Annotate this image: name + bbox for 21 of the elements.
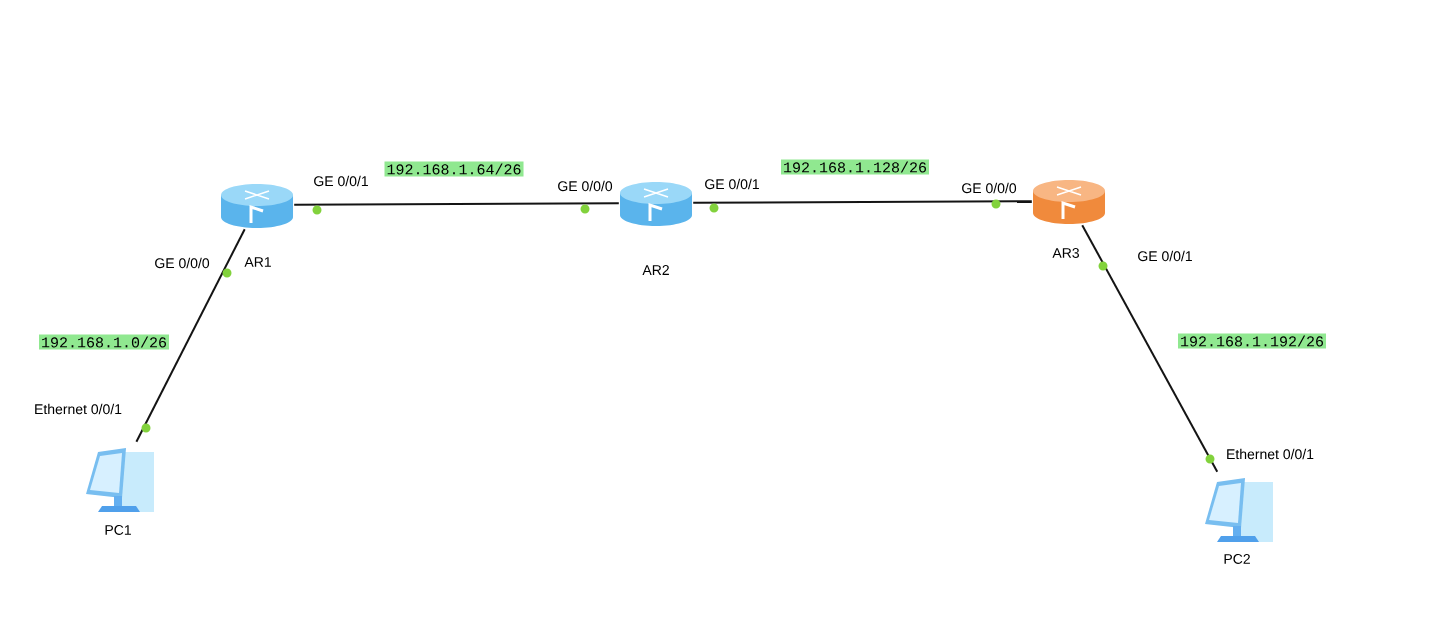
port-label: GE 0/0/1 xyxy=(705,178,759,190)
port-label: GE 0/0/1 xyxy=(1138,250,1192,262)
link-line xyxy=(1081,224,1219,473)
port-label: GE 0/0/0 xyxy=(155,257,210,269)
subnet-label: 192.168.1.64/26 xyxy=(384,161,524,177)
computer-label: PC1 xyxy=(105,525,131,535)
router-label: AR3 xyxy=(1052,248,1079,258)
computer-icon xyxy=(86,448,154,512)
computer-icon xyxy=(1205,478,1273,542)
router-label: AR2 xyxy=(642,265,669,275)
subnet-label: 192.168.1.192/26 xyxy=(1178,333,1326,349)
router-icon xyxy=(221,184,293,228)
link-line xyxy=(692,200,1033,204)
computer-label: PC2 xyxy=(1224,554,1250,564)
router-icon xyxy=(1033,180,1105,224)
router-label: AR1 xyxy=(244,257,271,267)
link-line xyxy=(135,228,246,443)
link-line xyxy=(293,202,620,206)
subnet-label: 192.168.1.0/26 xyxy=(39,334,170,350)
router-icon xyxy=(620,182,692,226)
subnet-label: 192.168.1.128/26 xyxy=(781,159,929,175)
